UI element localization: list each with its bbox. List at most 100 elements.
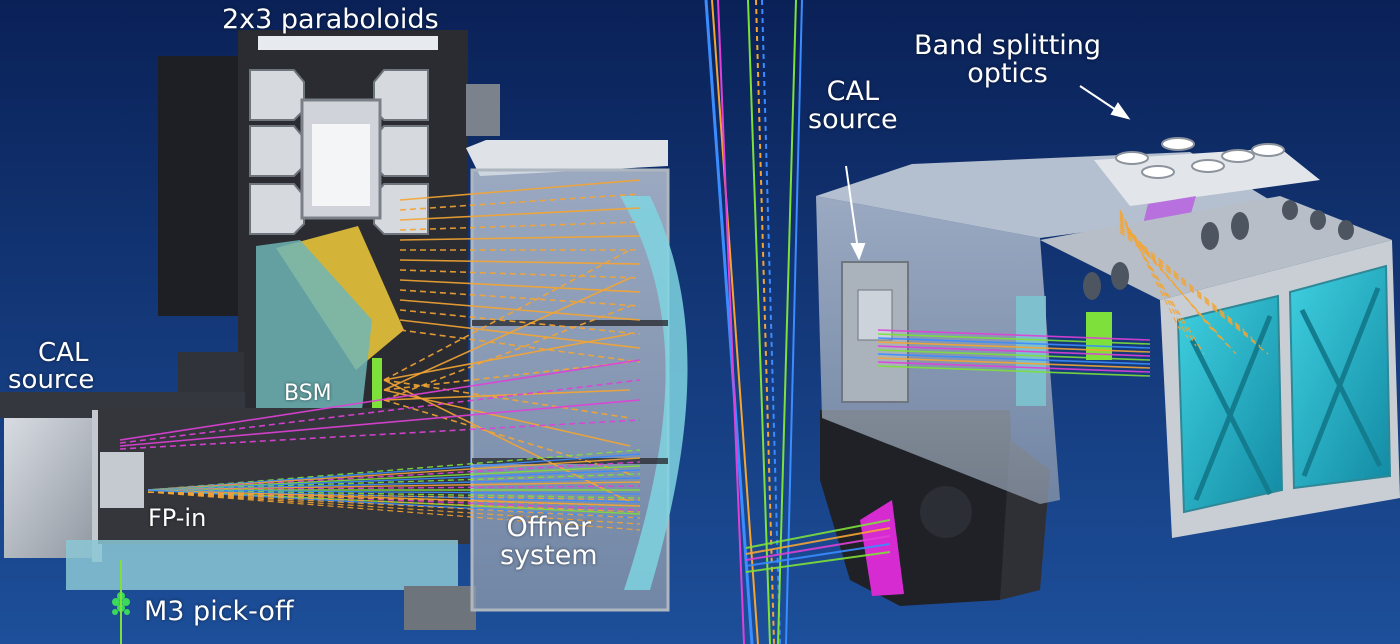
light-ray [1119, 215, 1205, 355]
paraboloid-mirror [249, 183, 305, 235]
light-ray [745, 551, 891, 573]
label-2x3-paraboloids: 2x3 paraboloids [222, 4, 439, 35]
light-ray [1119, 227, 1253, 339]
light-ray [1119, 229, 1261, 347]
perforated-holes [1083, 200, 1354, 300]
light-ray [877, 341, 1151, 353]
light-ray [399, 329, 641, 363]
paraboloid-mirror [373, 125, 429, 177]
label-band-splitting-optics: Band splitting optics [914, 30, 1102, 90]
light-ray [877, 365, 1151, 377]
light-ray [1119, 223, 1237, 355]
band-splitting-optics [1115, 137, 1285, 179]
light-ray [383, 305, 631, 401]
light-ray [147, 491, 641, 513]
panel-x-braces [1189, 287, 1383, 501]
label-band-line1: Band splitting [914, 30, 1102, 61]
right-ray-bundle [745, 209, 1269, 573]
offner-band-upper [472, 320, 668, 326]
base-rail [66, 540, 458, 590]
light-ray [383, 389, 631, 401]
light-ray [399, 179, 641, 201]
light-ray [399, 235, 641, 241]
base-foot [404, 586, 476, 630]
light-ray [399, 193, 641, 211]
light-ray [877, 329, 1151, 341]
light-ray [399, 319, 641, 349]
light-ray [119, 379, 641, 444]
offner-enclosure [470, 168, 670, 612]
light-ray [383, 379, 631, 419]
paraboloid-mirror [249, 69, 305, 121]
light-ray [383, 361, 631, 391]
light-ray [399, 279, 641, 293]
fp-in-flange [92, 410, 102, 562]
bsm-housing [256, 240, 372, 410]
paraboloid-box-top [258, 36, 438, 50]
light-ray [147, 491, 641, 519]
light-ray [399, 259, 641, 265]
label-offner-system: Offner system [500, 512, 598, 572]
light-ray [399, 207, 641, 221]
right-instrument-view [745, 85, 1400, 606]
paraboloid-mirror [249, 125, 305, 177]
light-ray [119, 399, 641, 447]
light-ray [147, 491, 641, 531]
light-ray [877, 337, 1151, 349]
label-left-cal-line1: CAL [38, 338, 89, 368]
light-ray [147, 491, 641, 507]
light-ray [877, 349, 1151, 361]
label-pointer-arrows [845, 85, 1131, 261]
light-ray [745, 535, 891, 561]
left-instrument-view [0, 30, 688, 644]
light-ray [119, 359, 641, 441]
offner-band-lower [472, 458, 668, 464]
lower-housing-port [920, 486, 972, 538]
light-ray [383, 249, 631, 381]
light-ray [399, 309, 641, 335]
light-ray [383, 389, 631, 447]
light-ray [399, 221, 641, 231]
label-right-cal-line2: source [808, 104, 898, 136]
fp-in-bench [98, 408, 470, 544]
offner-mirror [620, 196, 688, 590]
rear-housing [158, 56, 238, 316]
light-ray [147, 491, 641, 525]
light-ray [1119, 231, 1269, 355]
paraboloid-mirror [373, 69, 429, 121]
light-ray [745, 519, 891, 549]
paraboloid-mirror [373, 183, 429, 235]
label-left-cal-line2: source [8, 365, 95, 396]
light-ray [877, 361, 1151, 373]
band-splitting-housing [1094, 148, 1320, 206]
light-ray [877, 333, 1151, 345]
label-fp-in: FP-in [148, 504, 207, 532]
light-ray [1119, 225, 1245, 331]
light-ray [745, 527, 891, 555]
light-ray [383, 277, 631, 391]
label-offner-line2: system [500, 540, 598, 572]
vertical-beam-bundle [704, 0, 803, 644]
light-ray [877, 345, 1151, 357]
light-ray [745, 543, 891, 567]
light-ray [147, 491, 641, 501]
light-ray [877, 357, 1151, 369]
light-ray [399, 289, 641, 307]
fp-in-plate [4, 418, 100, 558]
green-filter [1086, 312, 1112, 360]
label-left-cal-source: CAL source [8, 338, 95, 396]
label-band-line2: optics [967, 58, 1048, 90]
label-offner-line1: Offner [506, 512, 592, 543]
light-ray [119, 419, 641, 450]
light-ray [383, 379, 631, 503]
light-ray [383, 333, 631, 381]
light-ray [877, 353, 1151, 365]
bsm-mirror [372, 358, 382, 412]
left-ray-bundle [119, 179, 641, 531]
fp-in-mirror [100, 452, 144, 508]
light-ray [399, 269, 641, 279]
cal-source-window [857, 289, 893, 341]
paraboloid-mirrors [249, 69, 429, 235]
center-paraboloid-face [312, 124, 370, 206]
